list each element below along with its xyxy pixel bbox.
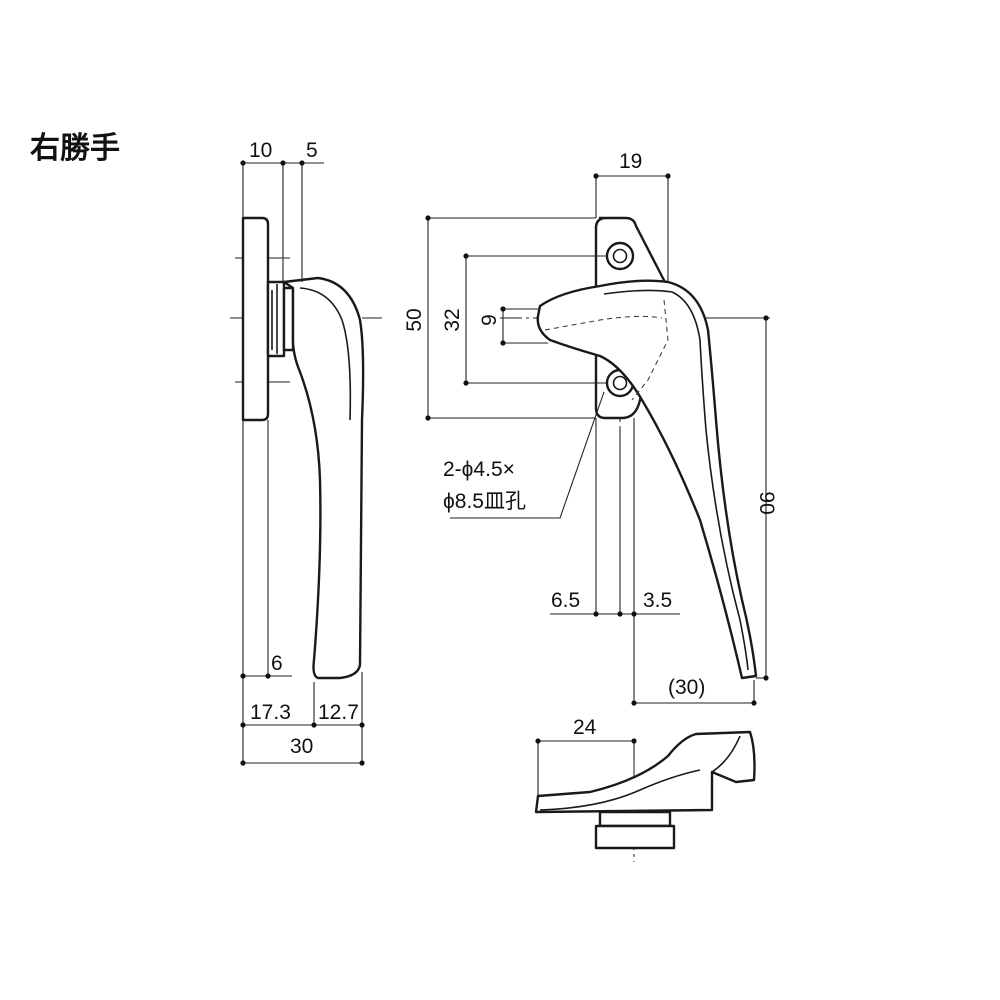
side-handle-body	[282, 276, 365, 680]
front-view: 19 50 32 9 2-ϕ4.5× ϕ8.5皿孔 6.5 3.5 90	[403, 150, 778, 706]
dim-dot	[311, 722, 317, 728]
side-spindle	[266, 280, 286, 358]
dim-label-6: 6	[271, 652, 283, 675]
drawing-title: 右勝手	[30, 131, 120, 166]
dim-dot	[425, 415, 431, 421]
dim-label-50: 50	[403, 308, 426, 331]
dim-label-32: 32	[441, 308, 464, 331]
dim-dot	[535, 738, 541, 744]
screw-hole-top-inner	[612, 248, 628, 264]
dim-dot	[500, 340, 506, 346]
bottom-view: 24	[534, 716, 756, 862]
hidden-line	[544, 315, 663, 331]
dim-label-30: 30	[290, 735, 313, 758]
side-spindle-step	[282, 286, 295, 352]
dim-dot	[240, 760, 246, 766]
dim-dot	[763, 315, 769, 321]
dim-dot	[631, 700, 637, 706]
side-view: 10 5 6 17.3 12.7 30	[230, 139, 382, 766]
dim-dot	[631, 611, 637, 617]
dim-dot	[240, 160, 246, 166]
front-lever	[536, 279, 758, 680]
dim-dot	[593, 611, 599, 617]
dim-dot	[751, 700, 757, 706]
hidden-line	[631, 299, 669, 401]
dim-label-17-3: 17.3	[250, 701, 291, 724]
dim-dot	[359, 760, 365, 766]
bottom-spindle-upper	[598, 810, 672, 828]
side-spindle-detail	[271, 284, 278, 354]
hole-note-leader	[450, 391, 605, 519]
dim-dot	[593, 173, 599, 179]
dim-dot	[500, 306, 506, 312]
dim-dot	[299, 160, 305, 166]
screw-hole-top	[605, 241, 635, 271]
dim-label-3-5: 3.5	[643, 589, 672, 612]
screw-hole-bottom-inner	[612, 375, 628, 391]
dim-dot	[463, 253, 469, 259]
bottom-lever-edge	[539, 735, 741, 811]
dim-dot	[665, 173, 671, 179]
dim-dot	[359, 722, 365, 728]
hole-note-line1: 2-ϕ4.5×	[443, 458, 515, 481]
side-base-plate	[241, 216, 270, 422]
dim-dot	[265, 673, 271, 679]
front-lever-edge	[603, 289, 749, 671]
dim-label-30-ref: (30)	[668, 676, 705, 699]
dim-dot	[425, 215, 431, 221]
bottom-lever-profile	[534, 730, 756, 814]
dim-label-24: 24	[573, 716, 597, 739]
dim-label-9: 9	[478, 314, 501, 326]
dim-label-12-7: 12.7	[318, 701, 359, 724]
hole-note-line2: ϕ8.5皿孔	[443, 490, 526, 513]
dim-dot	[631, 738, 637, 744]
dim-label-19: 19	[619, 150, 642, 173]
dim-label-10: 10	[249, 139, 272, 162]
dim-dot	[463, 380, 469, 386]
dim-dot	[240, 673, 246, 679]
dim-dot	[280, 160, 286, 166]
side-handle-edge	[299, 287, 352, 421]
dim-dot	[240, 722, 246, 728]
dim-label-90: 90	[755, 491, 778, 514]
dim-label-6-5: 6.5	[551, 589, 580, 612]
bottom-spindle-lower	[594, 824, 676, 850]
dim-label-5: 5	[306, 139, 318, 162]
dim-dot	[763, 675, 769, 681]
dim-dot	[617, 611, 623, 617]
